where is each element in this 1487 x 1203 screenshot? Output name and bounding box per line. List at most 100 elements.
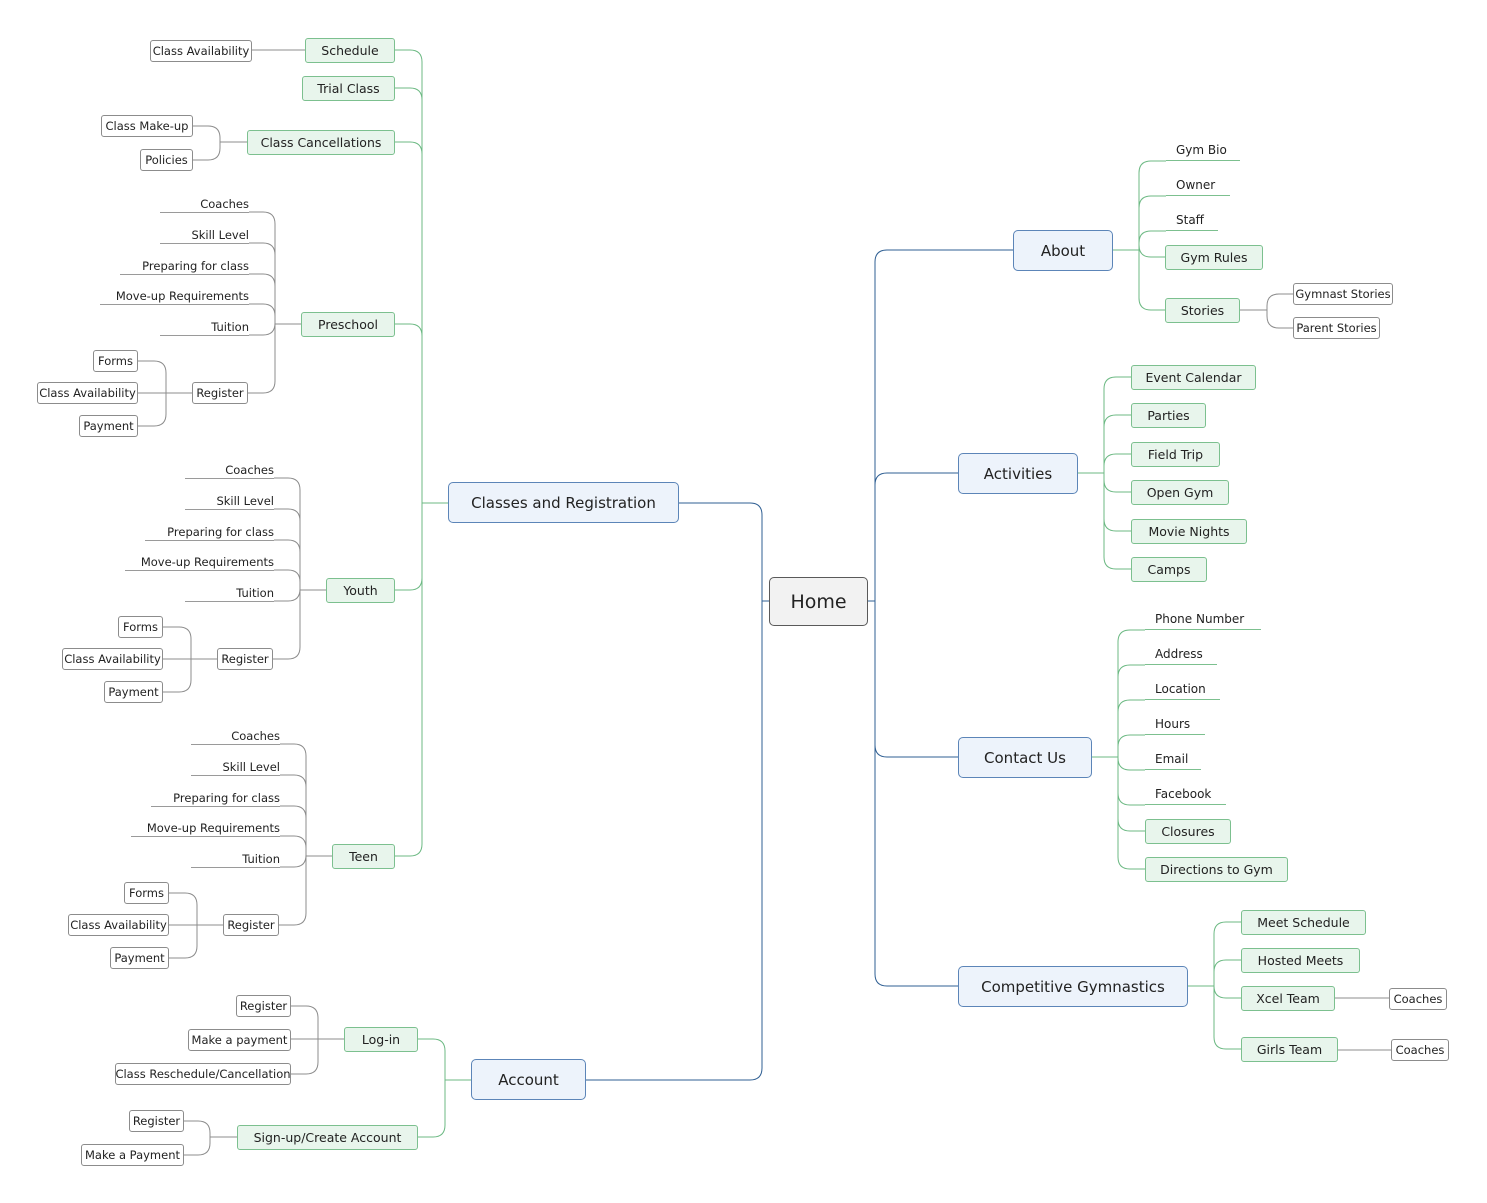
preschool-payment-node[interactable]: Payment xyxy=(79,415,138,437)
competitive-line-3 xyxy=(1188,985,1241,1050)
reschedule-cancellation-node[interactable]: Class Reschedule/Cancellation xyxy=(115,1063,291,1085)
hours-item[interactable]: Hours xyxy=(1145,717,1205,735)
contact-line-0 xyxy=(1092,629,1145,758)
gymnast-stories-node[interactable]: Gymnast Stories xyxy=(1293,283,1393,305)
youth-forms-node[interactable]: Forms xyxy=(118,616,163,638)
contact-us-node[interactable]: Contact Us xyxy=(958,737,1092,778)
about-node[interactable]: About xyxy=(1013,230,1113,271)
policies-node[interactable]: Policies xyxy=(140,149,193,171)
schedule-node[interactable]: Schedule xyxy=(305,38,395,63)
preschool-preparing-item[interactable]: Preparing for class xyxy=(120,259,249,275)
teen-forms-node[interactable]: Forms xyxy=(124,882,169,904)
preschool-tuition-item[interactable]: Tuition xyxy=(160,320,249,336)
open-gym-node[interactable]: Open Gym xyxy=(1131,480,1229,505)
parent-stories-node[interactable]: Parent Stories xyxy=(1293,317,1380,339)
girls-coaches-node[interactable]: Coaches xyxy=(1391,1039,1449,1061)
girls-team-node[interactable]: Girls Team xyxy=(1241,1037,1338,1062)
preschool-node[interactable]: Preschool xyxy=(301,312,395,337)
signup-make-payment-node[interactable]: Make a Payment xyxy=(81,1144,184,1166)
teen-payment-node[interactable]: Payment xyxy=(110,947,169,969)
classes-line-3 xyxy=(395,323,448,504)
closures-node[interactable]: Closures xyxy=(1145,819,1231,844)
youth-class-availability-node[interactable]: Class Availability xyxy=(62,648,163,670)
teen-skill-level-item[interactable]: Skill Level xyxy=(191,760,280,776)
youth-preparing-item[interactable]: Preparing for class xyxy=(145,525,274,541)
stories-line-0 xyxy=(1240,293,1293,311)
class-cancellations-node[interactable]: Class Cancellations xyxy=(247,130,395,155)
youth-node[interactable]: Youth xyxy=(326,578,395,603)
classes-line-0 xyxy=(395,49,448,504)
youth-moveup-item[interactable]: Move-up Requirements xyxy=(125,555,274,571)
login-node[interactable]: Log-in xyxy=(344,1027,418,1052)
activities-line-1 xyxy=(1078,414,1131,474)
stories-node[interactable]: Stories xyxy=(1165,298,1240,323)
gym-bio-item[interactable]: Gym Bio xyxy=(1166,143,1240,161)
teen-moveup-item[interactable]: Move-up Requirements xyxy=(131,821,280,837)
preschool-register-node[interactable]: Register xyxy=(192,382,248,404)
contact-line-2 xyxy=(1092,699,1145,758)
phone-number-item[interactable]: Phone Number xyxy=(1145,612,1261,630)
preschool-coaches-item[interactable]: Coaches xyxy=(160,197,249,213)
youth-register-node[interactable]: Register xyxy=(217,648,273,670)
teen-line-0 xyxy=(280,743,332,857)
preschool-line-0 xyxy=(249,211,301,325)
hosted-meets-node[interactable]: Hosted Meets xyxy=(1241,948,1360,973)
make-payment-node[interactable]: Make a payment xyxy=(188,1029,291,1051)
preschool-class-availability-node[interactable]: Class Availability xyxy=(37,382,138,404)
competitive-line-1 xyxy=(1188,959,1241,987)
about-line-1 xyxy=(1113,195,1166,251)
camps-node[interactable]: Camps xyxy=(1131,557,1207,582)
gym-rules-node[interactable]: Gym Rules xyxy=(1165,245,1263,270)
youth-line-2 xyxy=(274,539,326,591)
signup-line-1 xyxy=(184,1136,237,1156)
youth-line-4 xyxy=(274,588,326,602)
activities-node[interactable]: Activities xyxy=(958,453,1078,494)
trial-class-node[interactable]: Trial Class xyxy=(302,76,395,101)
youth-reg-leaf-line-2 xyxy=(163,658,217,693)
address-item[interactable]: Address xyxy=(1145,647,1217,665)
cancellation-line-0 xyxy=(193,125,247,143)
home-left-line-0 xyxy=(679,502,769,602)
staff-item[interactable]: Staff xyxy=(1166,213,1218,231)
home-node[interactable]: Home xyxy=(769,577,868,626)
account-line-1 xyxy=(418,1079,471,1138)
schedule-class-availability-node[interactable]: Class Availability xyxy=(150,40,252,62)
youth-skill-level-item[interactable]: Skill Level xyxy=(185,494,274,510)
preschool-forms-node[interactable]: Forms xyxy=(93,350,138,372)
parties-node[interactable]: Parties xyxy=(1131,403,1206,428)
location-item[interactable]: Location xyxy=(1145,682,1220,700)
teen-coaches-item[interactable]: Coaches xyxy=(191,729,280,745)
directions-node[interactable]: Directions to Gym xyxy=(1145,857,1288,882)
event-calendar-node[interactable]: Event Calendar xyxy=(1131,365,1256,390)
movie-nights-node[interactable]: Movie Nights xyxy=(1131,519,1247,544)
signup-register-node[interactable]: Register xyxy=(129,1110,184,1132)
meet-schedule-node[interactable]: Meet Schedule xyxy=(1241,910,1366,935)
signup-node[interactable]: Sign-up/Create Account xyxy=(237,1125,418,1150)
xcel-team-node[interactable]: Xcel Team xyxy=(1241,986,1335,1011)
facebook-item[interactable]: Facebook xyxy=(1145,787,1226,805)
home-right-line-2 xyxy=(868,600,958,758)
field-trip-node[interactable]: Field Trip xyxy=(1131,442,1220,467)
preschool-skill-level-item[interactable]: Skill Level xyxy=(160,228,249,244)
login-register-node[interactable]: Register xyxy=(236,995,291,1017)
account-node[interactable]: Account xyxy=(471,1059,586,1100)
classes-registration-node[interactable]: Classes and Registration xyxy=(448,482,679,523)
youth-payment-node[interactable]: Payment xyxy=(104,681,163,703)
youth-coaches-item[interactable]: Coaches xyxy=(185,463,274,479)
stories-line-1 xyxy=(1240,309,1293,329)
youth-tuition-item[interactable]: Tuition xyxy=(185,586,274,602)
competitive-line-0 xyxy=(1188,921,1241,987)
teen-class-availability-node[interactable]: Class Availability xyxy=(68,914,169,936)
cancellation-line-1 xyxy=(193,141,247,161)
contact-line-3 xyxy=(1092,734,1145,758)
teen-node[interactable]: Teen xyxy=(332,844,395,869)
class-makeup-node[interactable]: Class Make-up xyxy=(101,115,193,137)
teen-tuition-item[interactable]: Tuition xyxy=(191,852,280,868)
xcel-coaches-node[interactable]: Coaches xyxy=(1389,988,1447,1010)
teen-preparing-item[interactable]: Preparing for class xyxy=(151,791,280,807)
owner-item[interactable]: Owner xyxy=(1166,178,1230,196)
email-item[interactable]: Email xyxy=(1145,752,1201,770)
teen-register-node[interactable]: Register xyxy=(223,914,279,936)
preschool-moveup-item[interactable]: Move-up Requirements xyxy=(100,289,249,305)
competitive-gymnastics-node[interactable]: Competitive Gymnastics xyxy=(958,966,1188,1007)
